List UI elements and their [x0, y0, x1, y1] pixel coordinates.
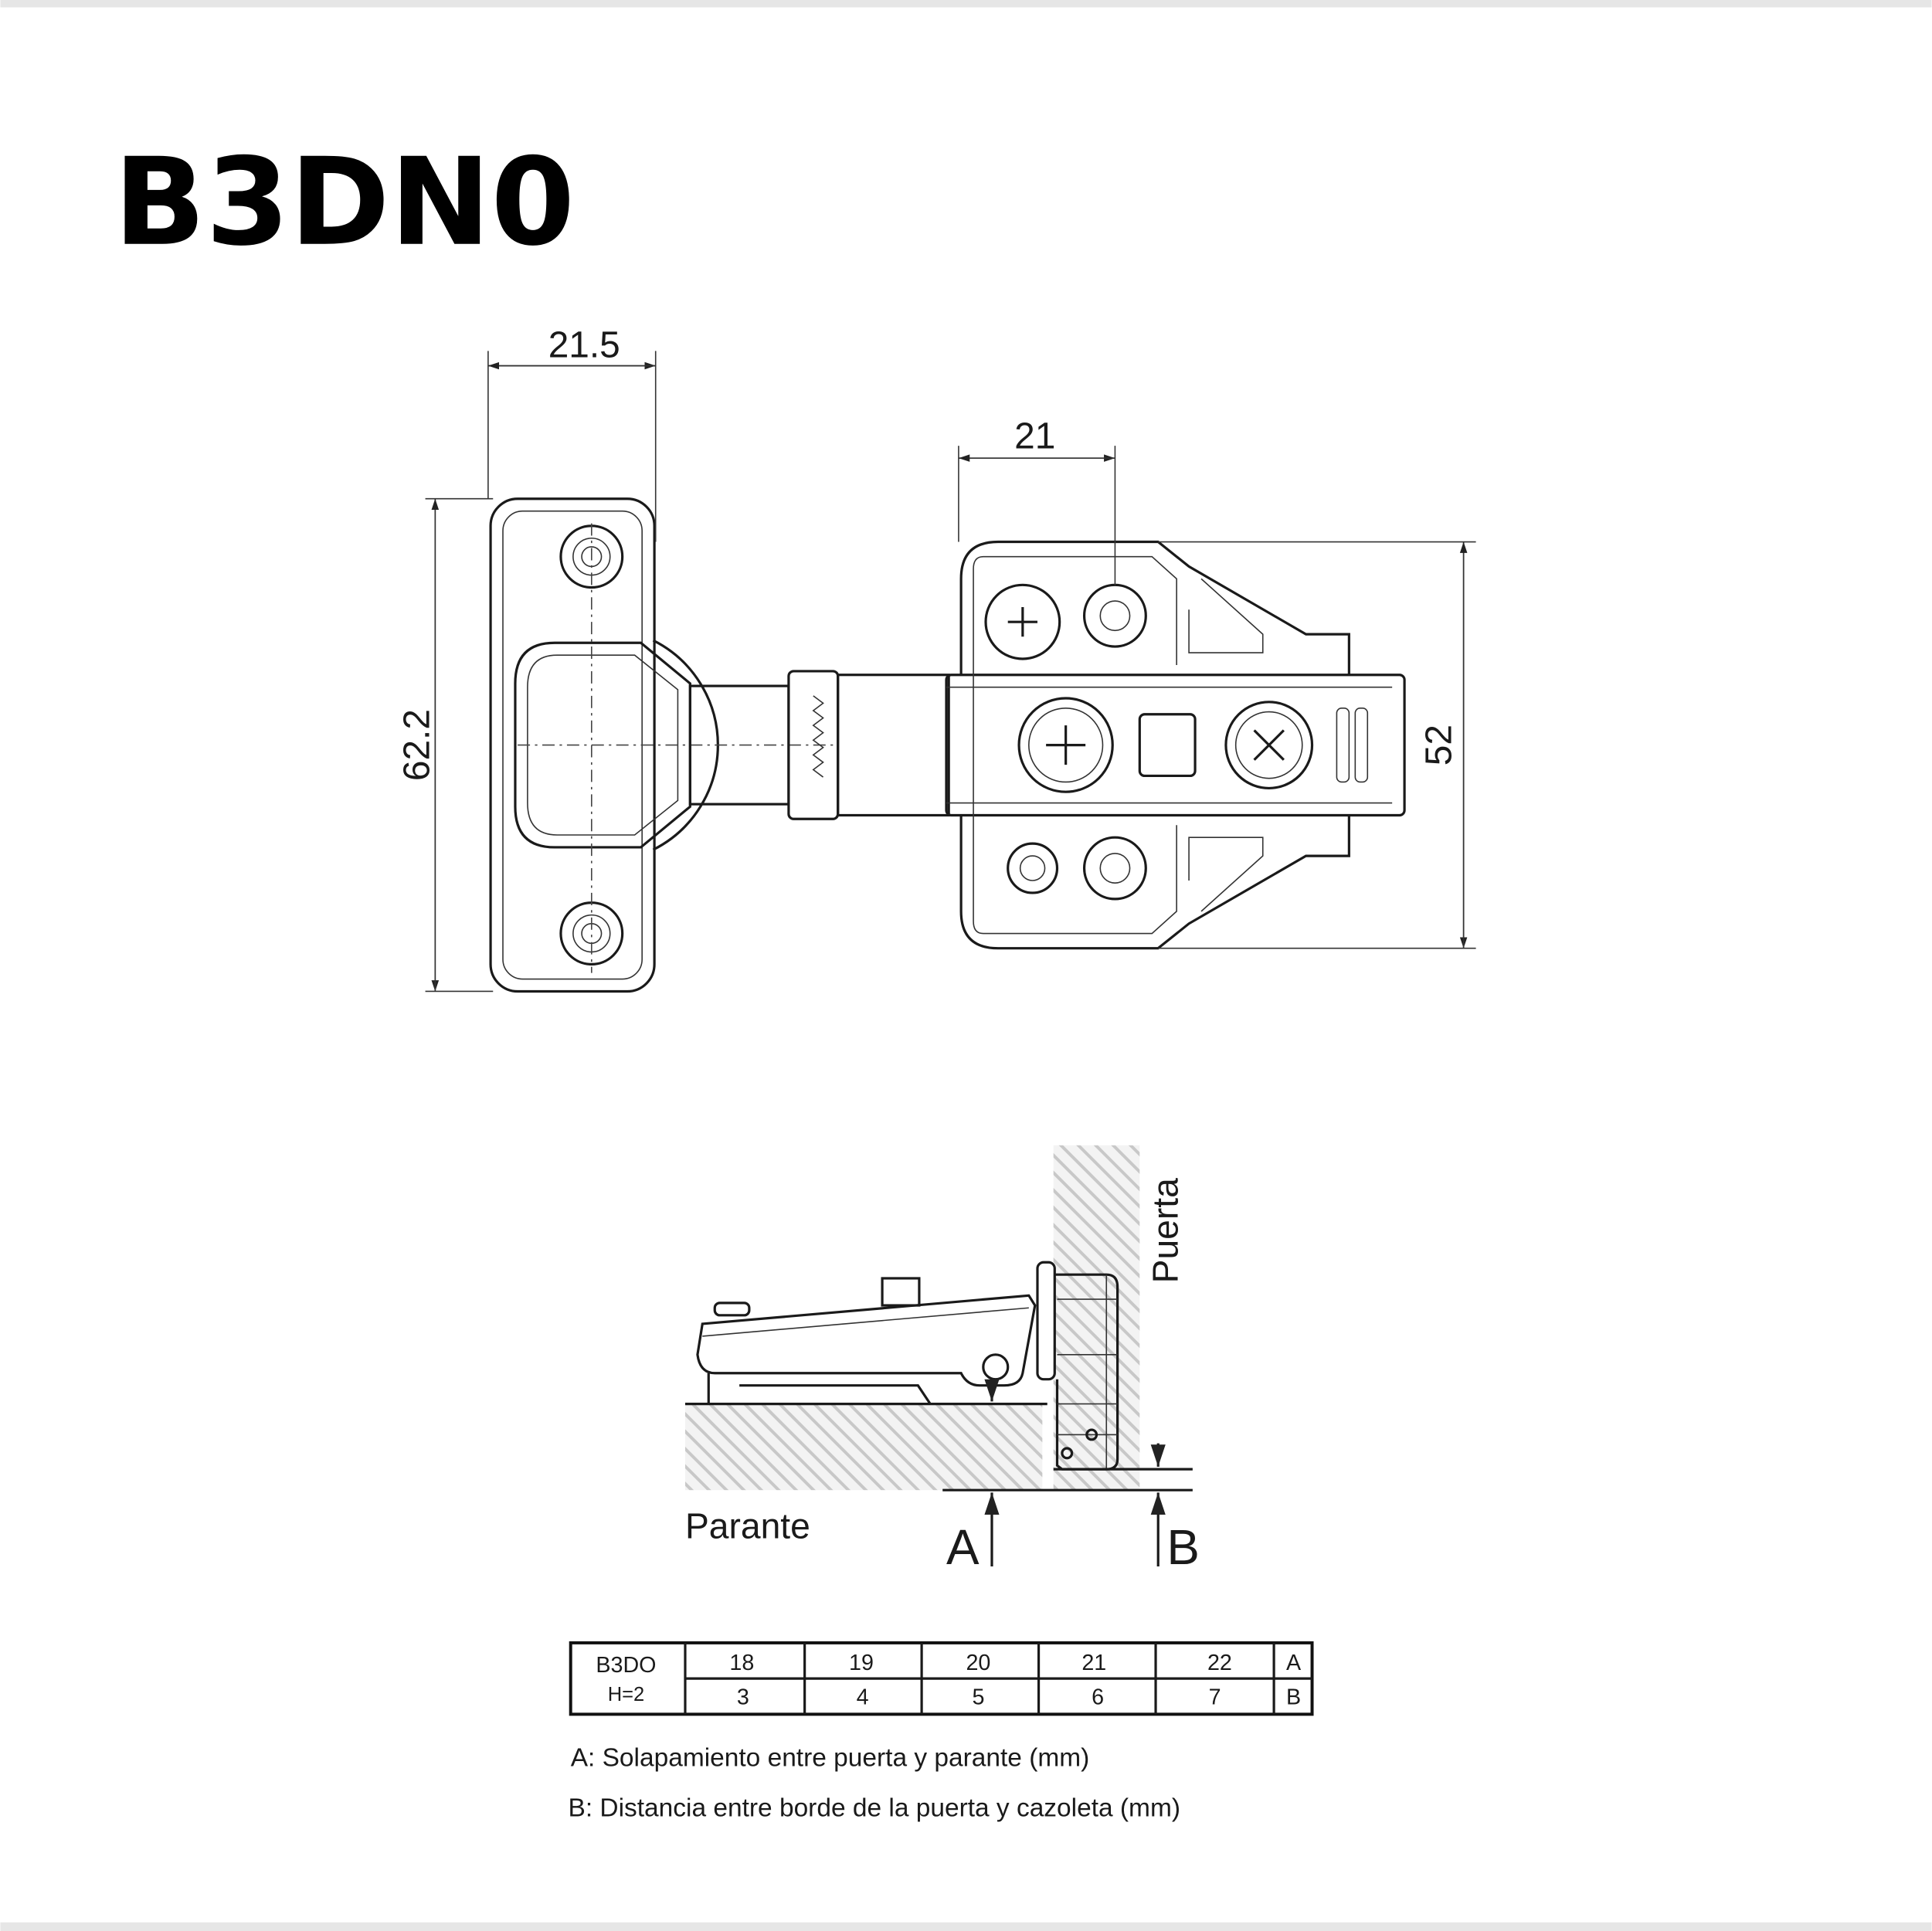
door-label: Puerta [1146, 1178, 1186, 1283]
table-cell: 18 [729, 1651, 754, 1675]
overlap-label: A [946, 1519, 980, 1575]
screw-hole-icon [1082, 836, 1147, 901]
phillips-screw-icon [1224, 701, 1314, 790]
frame-label: Parante [685, 1505, 810, 1546]
dimension-label: 21.5 [548, 324, 620, 365]
table-row-label: A [1286, 1651, 1302, 1675]
dimension-plate-height: 62.2 [396, 497, 494, 993]
legend-a: A: Solapamiento entre puerta y parante (… [571, 1743, 1090, 1772]
dimension-label: 52 [1419, 725, 1460, 765]
table-cell: 4 [857, 1685, 869, 1710]
frame-section [684, 1403, 1043, 1491]
table-cell: 7 [1209, 1685, 1221, 1710]
top-border [0, 0, 1932, 8]
dimension-label: 62.2 [396, 709, 437, 781]
top-view-drawing [489, 497, 1406, 993]
page-title: B3DN0 [114, 132, 575, 273]
table-row-label: B [1286, 1685, 1301, 1710]
dimension-plate-width: 21.5 [487, 324, 657, 542]
dimension-base-offset: 21 [958, 416, 1116, 585]
table-cell: 20 [966, 1651, 990, 1675]
table-cell: 3 [737, 1685, 749, 1710]
dimension-label: 21 [1014, 416, 1055, 456]
table-h-value: H=2 [608, 1684, 645, 1705]
overlap-table: B3DO H=2 18 19 20 21 22 A 3 4 5 6 7 B [569, 1641, 1314, 1716]
side-view-drawing [684, 1145, 1193, 1567]
table-cell: 22 [1207, 1651, 1232, 1675]
table-cell: 5 [972, 1685, 984, 1710]
phillips-screw-icon [1017, 697, 1114, 793]
legend-b: B: Distancia entre borde de la puerta y … [569, 1794, 1180, 1823]
table-cell: 6 [1092, 1685, 1104, 1710]
screw-hole-icon [1007, 842, 1059, 894]
distance-label: B [1166, 1519, 1200, 1575]
phillips-screw-icon [984, 583, 1061, 660]
table-cell: 19 [849, 1651, 874, 1675]
dimension-base-height: 52 [1158, 541, 1476, 949]
table-model: B3DO [596, 1653, 656, 1678]
bottom-border [0, 1922, 1932, 1931]
screw-hole-icon [1082, 583, 1147, 648]
table-cell: 21 [1081, 1651, 1106, 1675]
